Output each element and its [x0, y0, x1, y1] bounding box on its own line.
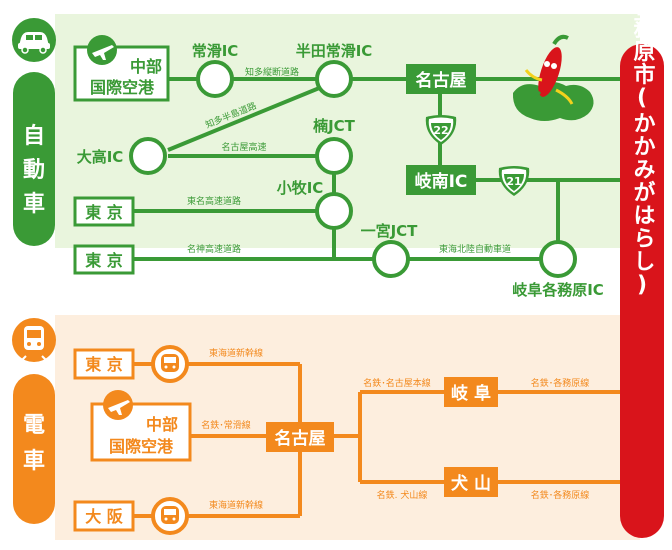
train-airport-label-2: 国際空港 — [109, 437, 174, 456]
car-mode-pill — [13, 72, 55, 246]
car-mode-char-1: 自 — [23, 123, 45, 149]
train-tokyo-box[interactable] — [73, 348, 135, 380]
train-inuyama-box[interactable] — [444, 467, 498, 497]
line-meitetsu-nagoya-honsen: 名鉄･名古屋本線 — [363, 377, 431, 389]
line-meitetsu-inuyama: 名鉄. 犬山線 — [377, 489, 428, 501]
car-airport-label-2: 国際空港 — [90, 78, 155, 97]
car-mode-char-2: 動 — [23, 158, 45, 183]
otaka-ic-label: 大高IC — [77, 148, 124, 166]
train-gifu-box[interactable] — [444, 377, 498, 407]
car-nagoya-label: 名古屋 — [416, 70, 467, 91]
gifu-map-mascot-icon — [512, 34, 594, 121]
car-interchanges — [129, 60, 577, 278]
road-chita-jukan: 知多縦断道路 — [245, 66, 299, 78]
handa-ic-label: 半田常滑IC — [296, 42, 373, 60]
komaki-ic-label: 小牧IC — [277, 179, 324, 197]
car-tokyo-box-a[interactable] — [73, 196, 135, 227]
train-airport-plane-icon — [103, 390, 133, 420]
shinkansen-icon-bottom — [151, 497, 189, 535]
line-meitetsu-kakamigahara-top: 名鉄･各務原線 — [531, 377, 590, 389]
car-ginan-label: 岐南IC — [415, 171, 468, 192]
destination-label: 各務原市(かかみがはらし) — [630, 0, 657, 299]
car-ginan-box[interactable] — [406, 165, 476, 195]
train-nagoya-label: 名古屋 — [275, 428, 326, 449]
car-roads — [133, 77, 620, 261]
train-airport-label-1: 中部 — [146, 415, 178, 434]
route-22-shield-icon — [425, 115, 457, 145]
line-tokaido-bottom: 東海道新幹線 — [209, 499, 263, 511]
road-tomei: 東名高速道路 — [187, 195, 241, 207]
road-tokai-hokuriku: 東海北陸自動車道 — [439, 243, 511, 255]
car-tokyo-box-b[interactable] — [73, 244, 135, 275]
train-tokyo-label: 東 京 — [85, 355, 123, 374]
train-nagoya-box[interactable] — [266, 422, 334, 452]
road-nagoya-kosoku: 名古屋高速 — [221, 141, 266, 153]
tokoname-ic-label: 常滑IC — [192, 42, 239, 60]
destination-bar[interactable] — [620, 44, 664, 538]
route-22-label: 22 — [433, 124, 448, 137]
train-mode-char-1: 電 — [23, 413, 45, 438]
train-mode-pill — [13, 374, 55, 524]
car-airport-plane-icon — [87, 35, 117, 65]
kusunoki-jct-label: 楠JCT — [313, 117, 356, 135]
ichinomiya-jct-label: 一宮JCT — [361, 222, 419, 240]
train-inuyama-label: 犬 山 — [451, 473, 491, 494]
train-icon — [12, 318, 56, 362]
train-mode-char-2: 車 — [23, 449, 45, 474]
route-21-label: 21 — [506, 175, 521, 188]
car-icon — [12, 18, 56, 62]
gifu-kakamigahara-ic-label: 岐阜各務原IC — [512, 281, 604, 299]
train-osaka-label: 大 阪 — [85, 507, 124, 526]
car-nagoya-box[interactable] — [406, 64, 476, 94]
car-tokyo-label-b: 東 京 — [85, 251, 123, 270]
route-21-shield-icon — [498, 166, 530, 196]
line-meitetsu-kakamigahara-bottom: 名鉄･各務原線 — [531, 489, 590, 501]
shinkansen-icon-top — [151, 345, 189, 383]
car-tokyo-label-a: 東 京 — [85, 203, 123, 222]
train-osaka-box[interactable] — [73, 500, 135, 532]
road-meishin: 名神高速道路 — [187, 243, 241, 255]
car-mode-char-3: 車 — [23, 192, 45, 217]
line-meitetsu-tokoname: 名鉄･常滑線 — [201, 419, 251, 431]
car-airport-label-1: 中部 — [130, 57, 162, 76]
line-tokaido-top: 東海道新幹線 — [209, 347, 263, 359]
train-gifu-label: 岐 阜 — [451, 383, 491, 404]
